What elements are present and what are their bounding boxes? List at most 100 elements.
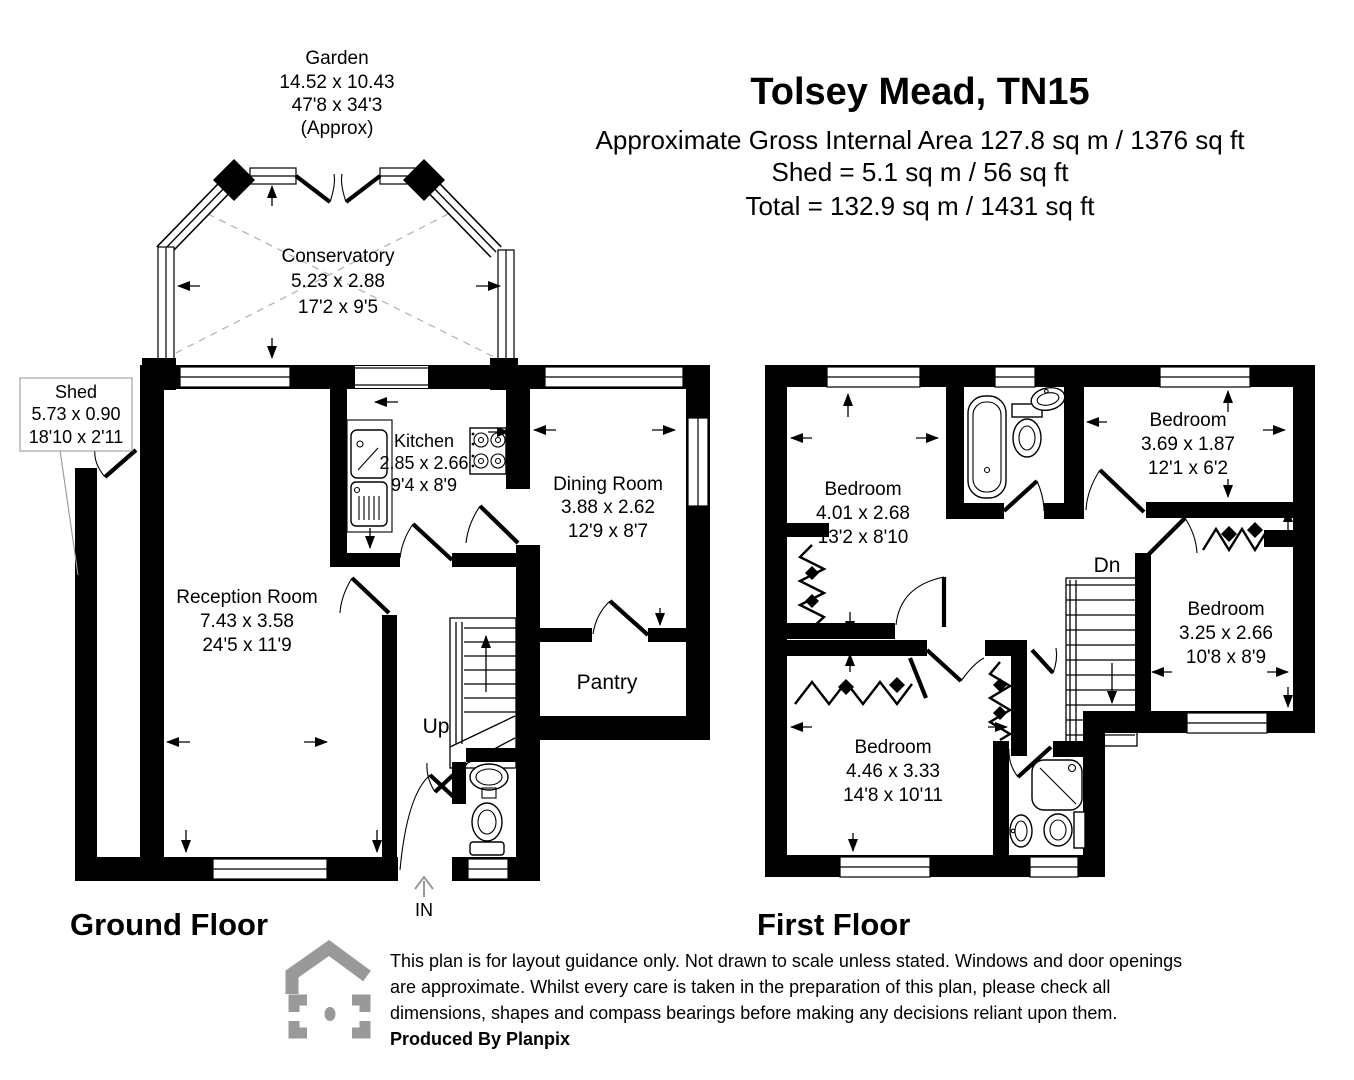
disclaimer-line-2: are approximate. Whilst every care is ta…: [390, 977, 1110, 997]
bedroom1-imperial: 13'2 x 8'10: [818, 527, 909, 548]
first-floor-title: First Floor: [757, 907, 910, 942]
entrance-label: IN: [415, 900, 433, 920]
conservatory-metric: 5.23 x 2.88: [291, 271, 385, 292]
dining-rear-window: [544, 366, 684, 388]
conservatory-opening: [355, 366, 428, 388]
conservatory-window-west: [157, 246, 175, 363]
bedroom4-name: Bedroom: [854, 737, 931, 758]
landing-wardrobe-icon: [1201, 522, 1268, 553]
ground-floor-windows: [179, 366, 709, 881]
kitchen-metric: 2.85 x 2.66: [379, 453, 468, 473]
first-floor-labels: Bedroom 4.01 x 2.68 13'2 x 8'10 Bedroom …: [816, 410, 1273, 806]
gross-area-line: Approximate Gross Internal Area 127.8 sq…: [596, 125, 1246, 155]
shower-room-fixtures: [1009, 759, 1086, 849]
reception-rear-window: [179, 366, 291, 388]
bay-window-left: [156, 176, 236, 258]
conservatory: Conservatory 5.23 x 2.88 17'2 x 9'5: [142, 159, 518, 390]
entry-arrow-icon: [414, 875, 434, 897]
stairs-up-label: Up: [423, 715, 450, 738]
bay-window-right: [422, 176, 502, 258]
garden-imperial: 47'8 x 34'3: [292, 95, 383, 116]
bedroom1-wardrobe-icon: [797, 544, 827, 629]
wc-sink-icon: [469, 763, 509, 799]
bedroom1-metric: 4.01 x 2.68: [816, 503, 910, 524]
disclaimer-line-1: This plan is for layout guidance only. N…: [390, 951, 1182, 971]
footer: This plan is for layout guidance only. N…: [285, 939, 1182, 1049]
total-area-line: Total = 132.9 sq m / 1431 sq ft: [745, 191, 1095, 221]
bedroom3-window: [1186, 712, 1268, 734]
dining-imperial: 12'9 x 8'7: [568, 521, 648, 542]
shed-area-line: Shed = 5.1 sq m / 56 sq ft: [771, 157, 1069, 187]
bedroom1-door: [895, 576, 947, 627]
shower-room-door: [1008, 745, 1053, 779]
shower-room-sink-icon: [1009, 814, 1033, 848]
kitchen-door: [399, 522, 454, 562]
first-floor-doors: [895, 468, 1198, 779]
produced-by: Produced By Planpix: [390, 1029, 570, 1049]
bedroom2-metric: 3.69 x 1.87: [1141, 434, 1235, 455]
first-floor-windows: [826, 366, 1268, 878]
reception-hall-door: [339, 576, 391, 615]
guide-dash-1: [195, 207, 497, 359]
disclaimer-line-3: dimensions, shapes and compass bearings …: [390, 1003, 1117, 1023]
shed-label: Shed 5.73 x 0.90 18'10 x 2'11: [19, 377, 133, 576]
hob-icon: [469, 427, 507, 475]
bedroom3-metric: 3.25 x 2.66: [1179, 623, 1273, 644]
bedroom4-door: [925, 648, 985, 683]
kitchen-fixtures: [346, 419, 507, 533]
entrance: IN: [414, 875, 434, 920]
bathroom-sink-icon: [1030, 386, 1066, 412]
conservatory-window-east: [497, 249, 515, 363]
page-title: Tolsey Mead, TN15: [750, 71, 1089, 113]
wc-window: [467, 858, 509, 880]
garden-label: Garden 14.52 x 10.43 47'8 x 34'3 (Approx…: [279, 48, 394, 139]
garden-name: Garden: [305, 48, 368, 69]
bedroom2-door: [1085, 468, 1146, 514]
cupboard-rail-icon: [987, 661, 1013, 742]
bathroom-door: [1002, 479, 1045, 513]
conservatory-name: Conservatory: [282, 246, 395, 267]
bedroom4-metric: 4.46 x 3.33: [846, 761, 940, 782]
shower-room-window: [1029, 856, 1079, 878]
bedroom2-name: Bedroom: [1149, 410, 1226, 431]
shed-imperial: 18'10 x 2'11: [29, 427, 124, 447]
stairs-down: Dn: [1065, 554, 1138, 747]
dining-name: Dining Room: [553, 474, 663, 495]
reception-front-window: [212, 858, 328, 880]
ground-floor-title: Ground Floor: [70, 907, 268, 942]
bedroom4-wardrobe-icon: [794, 657, 928, 706]
bay-post-right: [403, 159, 445, 201]
guide-dash-2: [165, 207, 461, 359]
pantry-name: Pantry: [577, 671, 638, 694]
reception-name: Reception Room: [176, 587, 318, 608]
title-block: Tolsey Mead, TN15 Approximate Gross Inte…: [596, 71, 1246, 221]
pantry-door: [592, 599, 650, 637]
garden-metric: 14.52 x 10.43: [279, 72, 394, 93]
bathroom-window: [994, 366, 1036, 388]
dining-side-window: [687, 417, 709, 507]
bedroom1-window: [826, 366, 921, 388]
shed-label-box: [19, 377, 133, 452]
bedroom1-name: Bedroom: [824, 479, 901, 500]
shower-icon: [1031, 759, 1083, 811]
garden-approx: (Approx): [301, 118, 374, 139]
planpix-logo-icon: [285, 939, 371, 1039]
shed-metric: 5.73 x 0.90: [31, 404, 120, 424]
bay-post-left: [213, 159, 255, 201]
bedroom3-imperial: 10'8 x 8'9: [1186, 647, 1266, 668]
shower-room-toilet-icon: [1043, 811, 1086, 849]
dimension-arrows: [147, 185, 1293, 853]
bedroom3-name: Bedroom: [1187, 599, 1264, 620]
reception-imperial: 24'5 x 11'9: [202, 635, 291, 656]
bathroom-toilet-icon: [1011, 403, 1043, 458]
bathroom-fixtures: [967, 386, 1066, 499]
bedroom2-imperial: 12'1 x 6'2: [1148, 458, 1228, 479]
shed-door: [94, 447, 138, 479]
bedroom4-window: [839, 856, 931, 878]
cupboard-door: [1030, 647, 1058, 675]
dining-metric: 3.88 x 2.62: [561, 497, 655, 518]
garden-french-doors: [294, 173, 382, 204]
stairs-up: Up: [423, 617, 517, 769]
